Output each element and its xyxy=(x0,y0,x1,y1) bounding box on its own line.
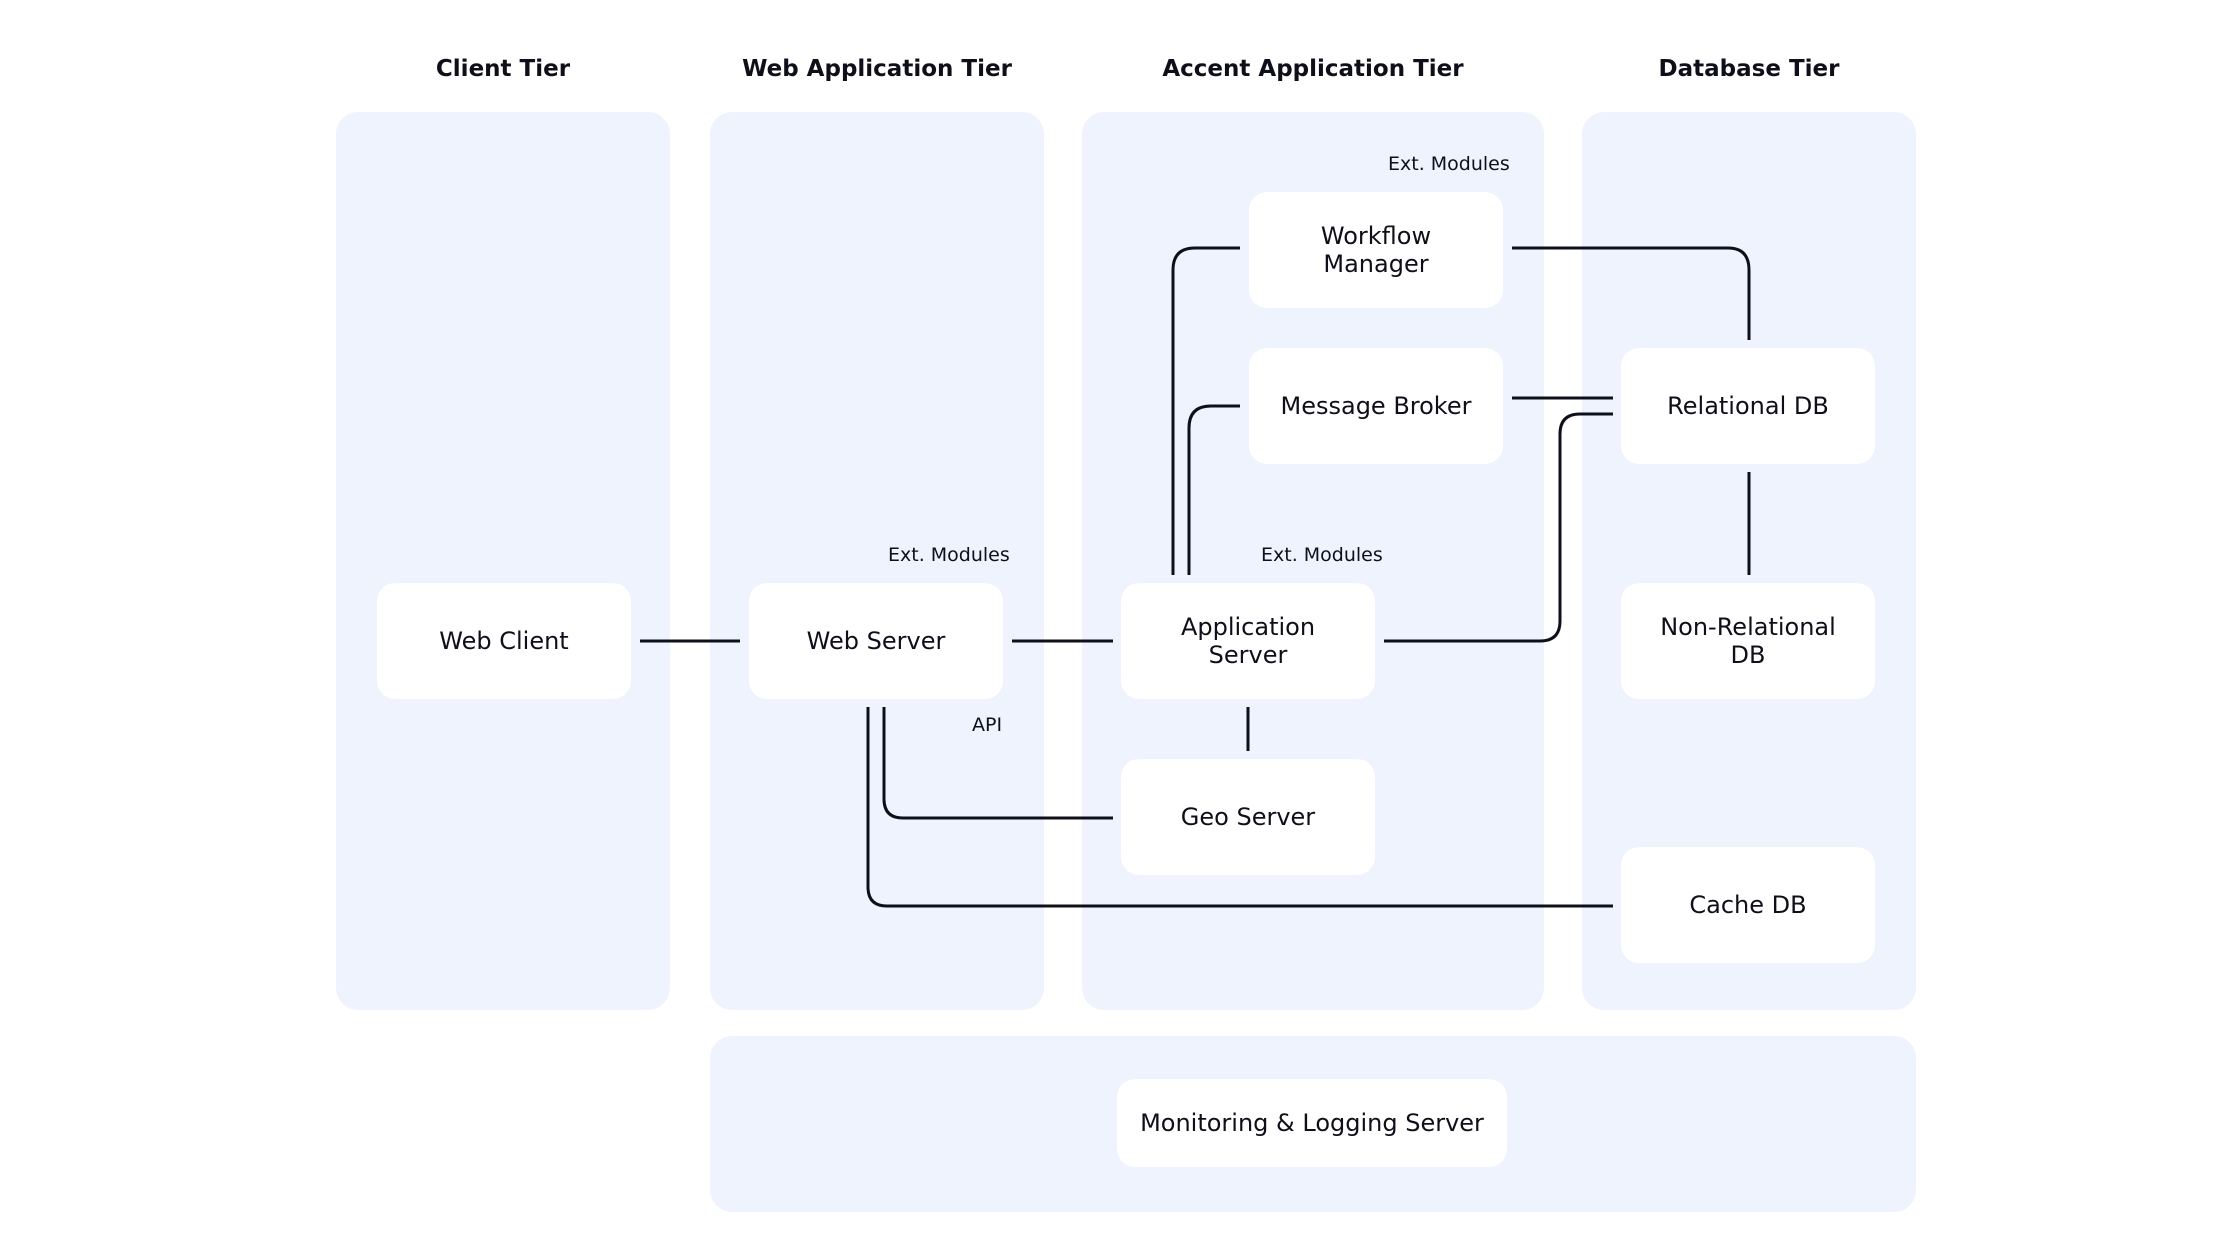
application-server-label: Application Server xyxy=(1180,613,1316,669)
web-server-label: Web Server xyxy=(806,627,946,655)
relational-db-label: Relational DB xyxy=(1667,392,1829,420)
tier-title-accent-application: Accent Application Tier xyxy=(1162,56,1464,82)
message-broker-label: Message Broker xyxy=(1280,392,1472,420)
geo-server-node[interactable]: Geo Server xyxy=(1121,759,1375,875)
workflow-manager-label: Workflow Manager xyxy=(1320,222,1432,278)
ext-modules-label-application-server: Ext. Modules xyxy=(1261,544,1383,566)
web-client-label: Web Client xyxy=(439,627,569,655)
geo-server-label: Geo Server xyxy=(1180,803,1316,831)
tier-title-web-application: Web Application Tier xyxy=(742,56,1012,82)
monitoring-logging-server-node[interactable]: Monitoring & Logging Server xyxy=(1117,1079,1507,1167)
non-relational-db-node[interactable]: Non-Relational DB xyxy=(1621,583,1875,699)
ext-modules-label-web-server: Ext. Modules xyxy=(888,544,1010,566)
tier-title-database: Database Tier xyxy=(1658,56,1840,82)
message-broker-node[interactable]: Message Broker xyxy=(1249,348,1503,464)
application-server-node[interactable]: Application Server xyxy=(1121,583,1375,699)
cache-db-node[interactable]: Cache DB xyxy=(1621,847,1875,963)
web-server-node[interactable]: Web Server xyxy=(749,583,1003,699)
workflow-manager-node[interactable]: Workflow Manager xyxy=(1249,192,1503,308)
relational-db-node[interactable]: Relational DB xyxy=(1621,348,1875,464)
web-client-node[interactable]: Web Client xyxy=(377,583,631,699)
client-tier-panel xyxy=(336,112,670,1010)
non-relational-db-label: Non-Relational DB xyxy=(1660,613,1836,669)
ext-modules-label-workflow: Ext. Modules xyxy=(1388,153,1510,175)
tier-title-client: Client Tier xyxy=(435,56,571,82)
cache-db-label: Cache DB xyxy=(1689,891,1807,919)
monitoring-logging-server-label: Monitoring & Logging Server xyxy=(1140,1109,1484,1137)
api-label: API xyxy=(972,714,1003,736)
